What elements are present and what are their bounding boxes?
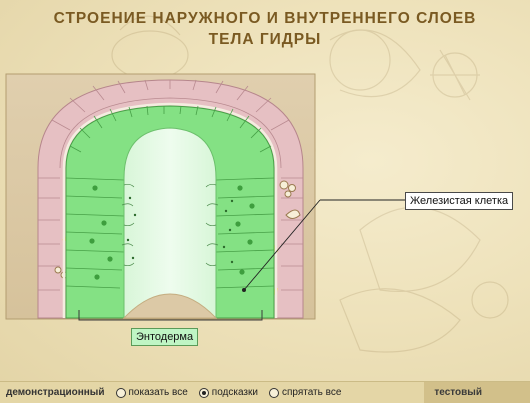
endoderm-label[interactable]: Энтодерма (131, 328, 199, 346)
endoderm-cells (65, 105, 275, 289)
mesoglea (62, 102, 278, 318)
show-all-option[interactable]: показать все (115, 387, 188, 398)
endoderm-bracket (78, 310, 263, 321)
hydra-diagram (5, 73, 410, 321)
show-all-radio-icon[interactable] (115, 387, 126, 398)
hints-label: подсказки (211, 387, 258, 398)
mode-toolbar: демонстрационный показать все подсказки … (0, 381, 530, 403)
demo-mode-tab[interactable]: демонстрационный (6, 387, 105, 398)
ectoderm-cells (38, 79, 303, 291)
gland-granules (126, 196, 234, 264)
hints-radio-icon[interactable] (198, 387, 209, 398)
flagella (121, 183, 219, 267)
cell-nuclei (89, 185, 255, 280)
hints-option[interactable]: подсказки (198, 387, 258, 398)
hide-all-label: спрятать все (281, 387, 342, 398)
hide-all-option[interactable]: спрятать все (268, 387, 342, 398)
title-line-1: СТРОЕНИЕ НАРУЖНОГО И ВНУТРЕННЕГО СЛОЕВ (53, 10, 477, 27)
title-line-2: ТЕЛА ГИДРЫ (208, 31, 322, 48)
gland-cell-pointer (243, 199, 321, 291)
gland-cell-label[interactable]: Железистая клетка (405, 192, 514, 210)
show-all-label: показать все (128, 387, 188, 398)
gland-cell-dot (242, 288, 246, 292)
gastral-cavity (123, 127, 217, 319)
test-mode-tab[interactable]: тестовый (424, 382, 530, 403)
mouth-opening (122, 293, 218, 319)
page-title: СТРОЕНИЕ НАРУЖНОГО И ВНУТРЕННЕГО СЛОЕВ Т… (0, 8, 530, 50)
hide-all-radio-icon[interactable] (268, 387, 279, 398)
